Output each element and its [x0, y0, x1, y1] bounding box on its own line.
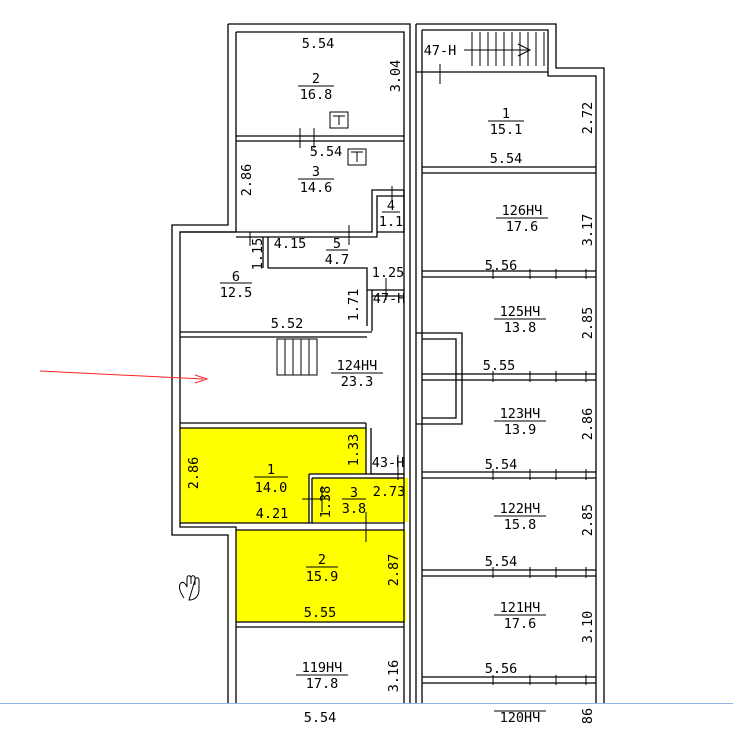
dim-top-width: 5.54: [302, 36, 335, 52]
room-123-area: 13.9: [504, 422, 537, 438]
dim-86: 86: [580, 708, 596, 724]
dim-554-b: 5.54: [485, 457, 518, 473]
room-121-area: 17.6: [504, 616, 537, 632]
dim-554-c: 5.54: [485, 554, 518, 570]
dim-125: 1.25: [372, 265, 405, 281]
room-3-number: 3: [312, 164, 320, 180]
building-walls: [171, 23, 605, 703]
room-labels: 2 16.8 1 15.1 3 14.6 4 1.1 126НЧ 17.6 5 …: [220, 71, 548, 726]
dim-552: 5.52: [271, 316, 304, 332]
dim-138: 1.38: [318, 486, 334, 519]
room-122-number: 122НЧ: [500, 501, 541, 517]
room-1-number: 1: [502, 106, 510, 122]
dim-317: 3.17: [580, 214, 596, 247]
room-124-area: 23.3: [341, 374, 374, 390]
highlighted-room-2-area: 15.9: [306, 569, 339, 585]
dim-415: 4.15: [274, 236, 307, 252]
dim-285-b: 2.85: [580, 504, 596, 537]
highlighted-room-1[interactable]: [181, 428, 366, 523]
highlighted-room-3[interactable]: [312, 478, 408, 522]
highlighted-room-2-number: 2: [318, 552, 326, 568]
dim-304: 3.04: [388, 60, 404, 93]
dim-555-b: 5.55: [304, 605, 337, 621]
dim-room3-width: 5.54: [310, 144, 343, 160]
room-125-area: 13.8: [504, 320, 537, 336]
right-partitions: [416, 166, 596, 684]
vertical-dimension-labels: 3.04 2.72 2.86 3.17 1.15 1.71 2.85 2.86 …: [186, 60, 596, 724]
room-123-number: 123НЧ: [500, 406, 541, 422]
dim-554-d: 5.54: [304, 710, 337, 726]
stairs-mid: [276, 338, 318, 376]
dim-273: 2.73: [373, 484, 406, 500]
left-partitions: [180, 135, 405, 628]
dim-285-a: 2.85: [580, 307, 596, 340]
room-2-number: 2: [312, 71, 320, 87]
highlighted-room-3-number: 3: [350, 485, 358, 501]
stairs-top: [464, 32, 545, 66]
room-126-number: 126НЧ: [502, 203, 543, 219]
dim-47h-top: 47-Н: [424, 43, 457, 59]
dim-287: 2.87: [386, 554, 402, 587]
dim-286-left: 2.86: [239, 164, 255, 197]
dim-43h: 43-Н: [372, 455, 405, 471]
room-122-area: 15.8: [504, 517, 537, 533]
dim-556-a: 5.56: [485, 258, 518, 274]
room-121-number: 121НЧ: [500, 600, 541, 616]
room-4-number: 4: [387, 198, 395, 214]
vent-symbols: [329, 111, 367, 166]
room-120-number: 120НЧ: [500, 710, 541, 726]
room-4-area: 1.1: [379, 214, 403, 230]
room-119-area: 17.8: [306, 676, 339, 692]
dim-286-right: 2.86: [580, 408, 596, 441]
room-2-area: 16.8: [300, 87, 333, 103]
dim-115: 1.15: [250, 238, 266, 271]
dim-421: 4.21: [256, 506, 289, 522]
door-marks: [249, 64, 587, 685]
room-119-number: 119НЧ: [302, 660, 343, 676]
dimension-labels: 5.54 47-Н 5.54 5.54 4.15 5.56 1.25 47-Н …: [256, 36, 523, 726]
dim-316: 3.16: [386, 660, 402, 693]
pointer-arrow: [39, 370, 209, 384]
room-1-area: 15.1: [490, 122, 523, 138]
viewport-bottom-border: [0, 703, 733, 704]
dim-556-b: 5.56: [485, 661, 518, 677]
dim-310: 3.10: [580, 611, 596, 644]
dim-133: 1.33: [346, 434, 362, 467]
room-6-area: 12.5: [220, 285, 253, 301]
room-3-area: 14.6: [300, 180, 333, 196]
highlighted-room-1-number: 1: [267, 462, 275, 478]
dim-286-yellow: 2.86: [186, 457, 202, 490]
hand-cursor-icon: [179, 575, 200, 601]
dim-272: 2.72: [580, 102, 596, 135]
highlighted-room-1-area: 14.0: [255, 480, 288, 496]
highlighted-room-3-area: 3.8: [342, 501, 366, 517]
room-5-area: 4.7: [325, 252, 349, 268]
dim-47h-mid: 47-Н: [373, 291, 406, 307]
room-124-number: 124НЧ: [337, 358, 378, 374]
room-125-number: 125НЧ: [500, 304, 541, 320]
dim-171: 1.71: [346, 289, 362, 322]
room-126-area: 17.6: [506, 219, 539, 235]
highlighted-room-2[interactable]: [236, 530, 406, 622]
room-5-number: 5: [333, 236, 341, 252]
dim-555-a: 5.55: [483, 358, 516, 374]
room-6-number: 6: [232, 269, 240, 285]
dim-room1-width: 5.54: [490, 151, 523, 167]
